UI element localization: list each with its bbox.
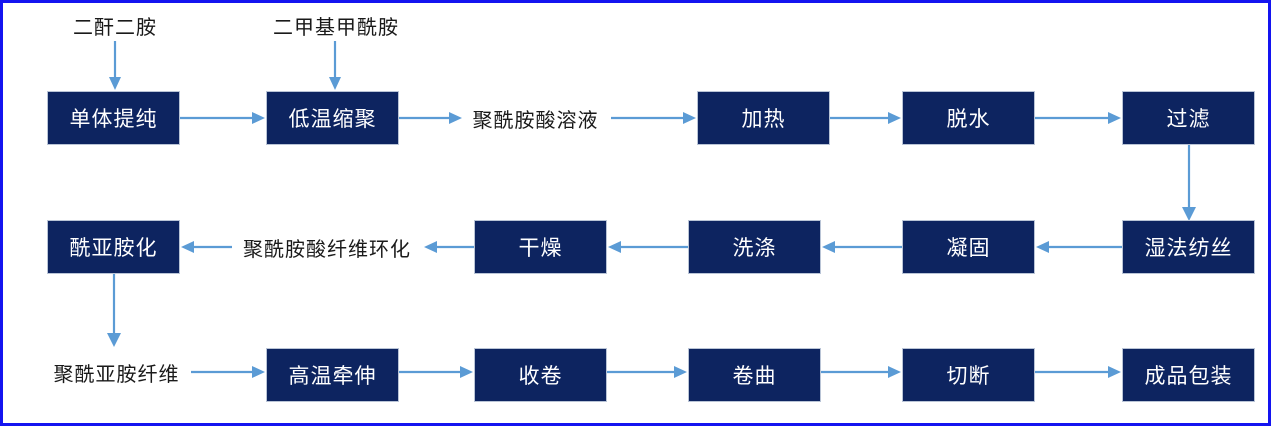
arrow-n12-to-n13 [607, 362, 688, 382]
arrow-n14-to-n15 [1035, 362, 1122, 382]
arrow-m3-to-n11 [191, 362, 266, 382]
node-heating[interactable]: 加热 [697, 91, 830, 145]
node-high-temp-drawing[interactable]: 高温牵伸 [266, 348, 399, 402]
input-label-dmf: 二甲基甲酰胺 [273, 16, 399, 39]
arrow-n3-to-n4 [830, 108, 902, 128]
label-polyamic-acid-fiber-cyclization: 聚酰胺酸纤维环化 [243, 238, 411, 261]
label-polyamic-acid-solution: 聚酰胺酸溶液 [472, 109, 599, 132]
label-polyimide-fiber: 聚酰亚胺纤维 [53, 363, 180, 386]
node-product-packaging[interactable]: 成品包装 [1122, 348, 1255, 402]
arrow-m1-to-n3 [611, 108, 697, 128]
input-label-diacid-diamine: 二酐二胺 [73, 16, 157, 39]
node-washing[interactable]: 洗涤 [688, 220, 821, 274]
node-monomer-purification[interactable]: 单体提纯 [47, 91, 180, 145]
node-imidization[interactable]: 酰亚胺化 [47, 220, 180, 274]
arrow-n6-to-n7 [1035, 237, 1122, 257]
node-low-temp-polycondensation[interactable]: 低温缩聚 [266, 91, 399, 145]
arrow-m2-to-n9 [423, 237, 474, 257]
node-crimping[interactable]: 卷曲 [688, 348, 821, 402]
node-dehydration[interactable]: 脱水 [902, 91, 1035, 145]
arrow-n13-to-n14 [821, 362, 902, 382]
node-filtration[interactable]: 过滤 [1122, 91, 1255, 145]
arrow-n5-to-n6 [1179, 145, 1199, 222]
node-coagulation[interactable]: 凝固 [902, 220, 1035, 274]
arrow-n10-to-m3 [104, 274, 124, 348]
arrow-n2-to-m1 [399, 108, 463, 128]
arrow-m2-to-n10 [180, 237, 232, 257]
arrow-input1-to-monomer-purification [105, 41, 125, 91]
node-drying[interactable]: 干燥 [474, 220, 607, 274]
arrow-n7-to-n8 [821, 237, 902, 257]
arrow-n11-to-n12 [399, 362, 474, 382]
node-winding[interactable]: 收卷 [474, 348, 607, 402]
node-cutting[interactable]: 切断 [902, 348, 1035, 402]
arrow-n8-to-n9 [607, 237, 688, 257]
arrow-input2-to-low-temp-polycondensation [325, 41, 345, 91]
node-wet-spinning[interactable]: 湿法纺丝 [1122, 220, 1255, 274]
arrow-n1-to-n2 [180, 108, 266, 128]
arrow-n4-to-n5 [1035, 108, 1122, 128]
